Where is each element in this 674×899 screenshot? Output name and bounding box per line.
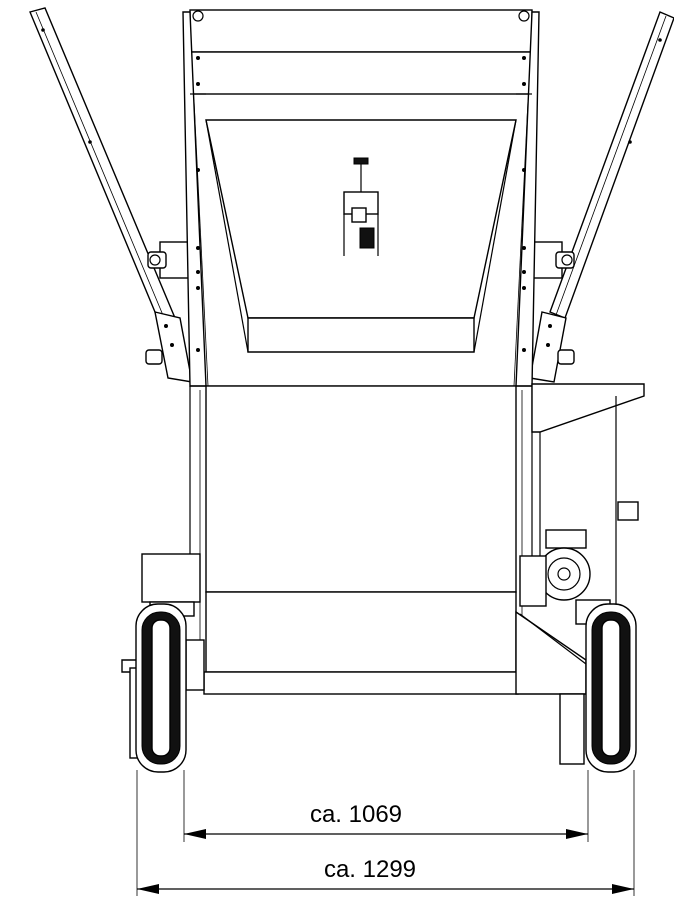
dimension-label-inner-track: ca. 1069 [310, 801, 402, 828]
dimension-label-outer-width: ca. 1299 [324, 856, 416, 883]
top-frame-bar [189, 9, 533, 95]
left-hopper-flap [29, 7, 176, 325]
motor-housing [531, 383, 645, 630]
right-hinge-bracket [529, 241, 575, 383]
main-side-frame [182, 11, 540, 387]
dimension-inner-track: ca. 1069 [183, 770, 589, 842]
right-wheel [585, 603, 637, 773]
dimension-outer-width: ca. 1299 [136, 770, 635, 896]
latch-mechanism [343, 157, 379, 256]
base-housing [189, 385, 533, 695]
axle-chassis [121, 610, 587, 765]
left-wheel [135, 603, 187, 773]
right-hopper-flap [549, 11, 674, 319]
